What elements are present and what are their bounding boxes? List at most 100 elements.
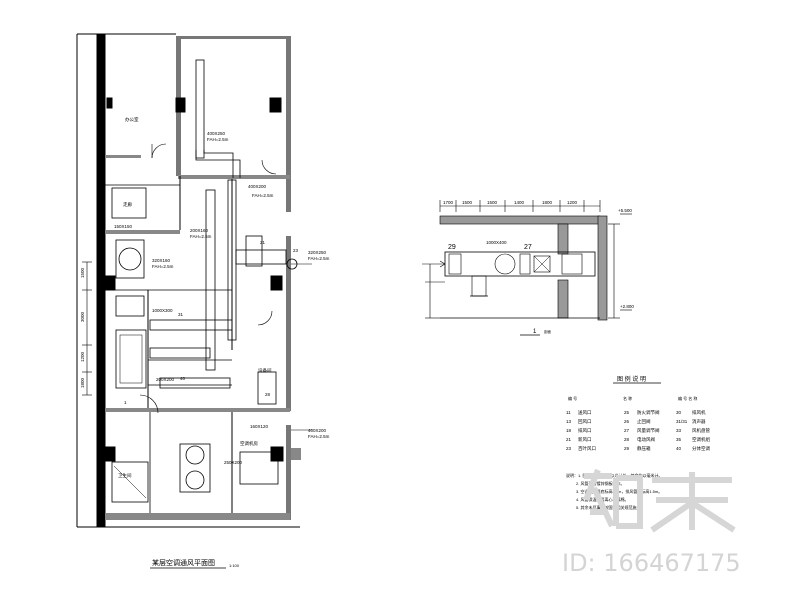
exterior-wall-left	[96, 33, 106, 528]
legend-item-name: 分体空调	[692, 445, 710, 452]
dimension-label: 1500	[487, 200, 498, 205]
legend-item-code: 31/31	[676, 419, 688, 424]
legend-item-name: 电动风阀	[637, 436, 655, 443]
equipment-tag: 28	[265, 392, 271, 397]
dimension-label: 1700	[443, 200, 454, 205]
watermark-id: ID: 166467175	[562, 549, 741, 577]
legend-item-name: 新风口	[578, 436, 592, 443]
dimension-label: 1800	[542, 200, 553, 205]
legend-item-name: 百叶风口	[578, 445, 596, 452]
room-label-equipment: 设备间	[258, 367, 272, 374]
watermark-logo-icon	[583, 468, 736, 533]
dimension-label: 1200	[567, 200, 578, 205]
duct-size-label: 400X250	[207, 131, 226, 136]
legend-item-name: 排风机	[692, 409, 706, 416]
legend-item-name: 静压箱	[637, 445, 651, 452]
duct-size-label: 1000X400	[486, 240, 507, 245]
equipment-tag: 21	[260, 240, 266, 245]
legend-item-name: 风机盘管	[692, 427, 710, 434]
note-line: 3. 空调送风管底标高2.5m，排风管底标高1.5m。	[576, 488, 662, 494]
legend-item-code: 25	[624, 410, 630, 415]
plan-scale-text: 1:100	[229, 563, 240, 568]
wall-right-upper	[286, 36, 291, 176]
duct-elev-label: FAH=2.5m	[190, 234, 212, 239]
room-label-restroom: 卫生间	[118, 472, 132, 479]
legend-item-name: 回风口	[578, 419, 592, 425]
wall-right-mid	[286, 236, 291, 411]
legend-item-code: 35	[676, 437, 682, 442]
room-label-corridor: 走廊	[123, 201, 132, 208]
legend-item-code: 29	[624, 446, 630, 451]
equipment-tag: 23	[293, 248, 299, 253]
legend-item-code: 26	[624, 419, 630, 424]
section-title: 1	[533, 329, 537, 335]
plan-title: 某层空调通风平面图 1:100	[150, 558, 240, 569]
duct-elev-label: FAH=2.5m	[207, 137, 229, 142]
legend-item-name: 排风口	[578, 427, 592, 434]
legend-item-code: 40	[676, 446, 682, 451]
equipment-tag: 40	[180, 376, 186, 381]
room-label-ahu-room: 空调机房	[240, 440, 258, 447]
section-view	[422, 200, 632, 321]
floor-slab	[439, 215, 601, 225]
duct-size-label: 150X150	[114, 224, 133, 229]
legend-item-name: 消声器	[692, 418, 706, 425]
duct-size-label: 200X200	[156, 377, 175, 382]
legend-header: 名 称	[623, 395, 632, 401]
equipment-tag: 29	[448, 244, 456, 251]
legend-header: 编 号 名 称	[678, 395, 697, 401]
duct-elev-label: FAH=2.5m	[308, 256, 330, 261]
duct-size-label: 320X250	[308, 250, 327, 255]
dimension-label: 1200	[80, 351, 85, 362]
dimension-label: 1500	[80, 267, 85, 278]
legend-item-name: 空调机组	[692, 436, 710, 443]
legend-title: 图 例 说 明	[617, 375, 646, 383]
legend-header: 编 号	[568, 395, 577, 401]
equipment-tag: 27	[524, 244, 532, 251]
wall-top	[176, 36, 290, 39]
elevation-label: +5.500	[618, 208, 632, 213]
legend-item-code: 28	[624, 437, 630, 442]
dimension-label: 1800	[80, 377, 85, 388]
duct-size-label: 200X160	[190, 228, 209, 233]
legend-item-code: 11	[566, 410, 571, 415]
equipment-tag: 31	[178, 312, 184, 317]
duct-elev-label: FAH=2.5m	[308, 434, 330, 439]
legend-item-code: 33	[676, 428, 682, 433]
dimension-label: 3000	[80, 311, 85, 322]
note-line: 2. 风管采用镀锌钢板制作。	[576, 480, 624, 486]
legend-item-code: 18	[566, 428, 572, 433]
plan-title-text: 某层空调通风平面图	[152, 558, 215, 567]
section-title-suffix: 剖面	[544, 329, 552, 334]
legend-item-name: 风量调节阀	[637, 427, 660, 434]
legend-item-code: 23	[566, 446, 572, 451]
duct-size-label: 400X200	[308, 428, 327, 433]
legend-item-name: 送风口	[578, 409, 592, 416]
wall-right-lower	[286, 425, 291, 520]
dimension-label: 1500	[462, 200, 473, 205]
duct-size-label: 250X200	[224, 460, 243, 465]
duct-size-label: 320X160	[152, 258, 171, 263]
legend-item-code: 13	[566, 419, 572, 424]
equipment-tag: 1	[124, 400, 127, 405]
legend-item-code: 27	[624, 428, 630, 433]
wall-mid-horizontal	[105, 408, 290, 412]
section-labels: 1700 1500 1500 1400 1800 1200 +5.500 +2.…	[443, 200, 634, 335]
legend-item-code: 30	[676, 410, 682, 415]
legend-item-name: 防火调节阀	[637, 409, 660, 416]
dimension-label: 1400	[514, 200, 525, 205]
duct-size-label: 400X200	[248, 184, 267, 189]
duct-size-label: 1000X300	[152, 308, 173, 313]
duct-size-label: 160X120	[250, 424, 269, 429]
room-label-office: 办公室	[125, 116, 139, 123]
legend-item-code: 21	[566, 437, 572, 442]
floor-plan-labels: 办公室 走廊 设备间 卫生间 空调机房 400X250 FAH=2.5m 400…	[80, 116, 330, 479]
elevation-label: +2.800	[620, 304, 634, 309]
legend-item-name: 止回阀	[637, 418, 651, 425]
note-line: 5. 其余未尽事宜按国家相关规范施工。	[576, 504, 644, 510]
floor-plan	[76, 33, 312, 528]
section-wall	[597, 215, 608, 321]
duct-elev-label: FAH=2.5m	[152, 264, 174, 269]
watermark: ID: 166467175	[562, 468, 741, 577]
